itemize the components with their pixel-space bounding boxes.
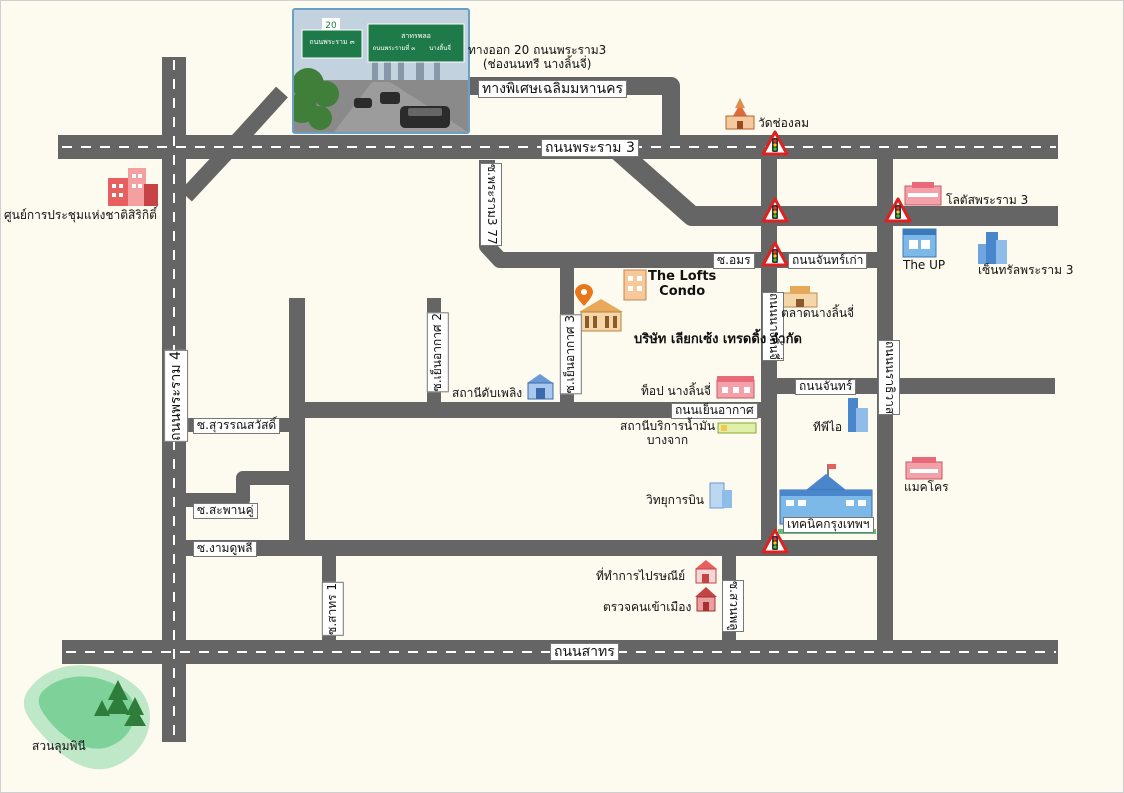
bangkok-technical-label: เทคนิคกรุงเทพฯ xyxy=(783,517,874,533)
aero-building-icon xyxy=(709,482,732,509)
building-icon xyxy=(108,168,158,206)
svg-text:ถนนพระรามที่ ๓: ถนนพระรามที่ ๓ xyxy=(373,44,416,52)
lumpini-park-label: สวนลุมพินี xyxy=(32,739,86,753)
soi-rama3-77-label: ซ.พระราม3 77 xyxy=(480,163,502,246)
svg-text:สาทรพลอ: สาทรพลอ xyxy=(401,32,431,40)
svg-text:นางลิ้นจี่: นางลิ้นจี่ xyxy=(429,42,451,52)
the-up-label: The UP xyxy=(903,258,946,272)
soi-suan-phlu-label: ซ.สวนพลู xyxy=(722,580,744,632)
location-pin-icon xyxy=(575,284,593,306)
lotus-rama3-label: โลตัสพระราม 3 xyxy=(946,193,1029,207)
the-up-building-icon xyxy=(902,228,937,258)
post-office-icon xyxy=(695,560,717,584)
nanglinchee-road-label: ถนนนางลิ้นจี่ xyxy=(762,292,784,362)
aero-radio-label: วิทยุการบิน xyxy=(646,493,704,507)
chan-road-label: ถนนจันทร์ xyxy=(795,379,857,395)
company-label: บริษัท เลียกเซ้ง เทรดดิ้ง จำกัด xyxy=(634,332,802,347)
supermarket-icon xyxy=(716,376,755,399)
rama3-road-label: ถนนพระราม 3 xyxy=(541,139,639,158)
park-area xyxy=(23,665,150,770)
fire-station-label: สถานีดับเพลิง xyxy=(452,386,523,400)
makro-icon xyxy=(905,457,943,480)
soi-amorn-label: ซ.อมร xyxy=(713,253,755,269)
soi-suwansawat-label: ซ.สุวรรณสวัสดิ์ xyxy=(193,418,281,434)
company-building-icon xyxy=(579,299,623,332)
tops-label: ท็อป นางลิ้นจี่ xyxy=(641,384,711,398)
expressway-label: ทางพิเศษเฉลิมมหานคร xyxy=(478,80,627,99)
soi-ngam-duphli-label: ซ.งามดูพลี xyxy=(193,541,257,557)
soi-yen-akat-2-label: ซ.เย็นอากาศ 2 xyxy=(427,312,449,393)
central-building-icon xyxy=(978,232,1007,264)
market-icon xyxy=(782,286,818,308)
central-rama3-label: เซ็นทรัลพระราม 3 xyxy=(978,263,1074,277)
sirikit-center-label: ศูนย์การประชุมแห่งชาติสิริกิติ์ xyxy=(4,208,157,222)
narathiwas-road-label: ถนนนราธิวาส xyxy=(878,340,900,416)
soi-saphan-khu-label: ซ.สะพานคู่ xyxy=(193,503,258,519)
the-lofts-condo-label: The Lofts Condo xyxy=(648,269,717,299)
chan-kao-road-label: ถนนจันทร์เก่า xyxy=(788,253,868,269)
yen-akat-road-label: ถนนเย็นอากาศ xyxy=(671,403,758,419)
rama4-road-label: ถนนพระราม 4 xyxy=(164,350,189,442)
immigration-icon xyxy=(695,587,717,612)
wat-chong-lom-label: วัดช่องลม xyxy=(758,116,810,130)
exit-label: ทางออก 20 ถนนพระราม3 (ช่องนนทรี นางลิ้นจ… xyxy=(468,43,607,71)
mall-icon xyxy=(904,182,942,206)
post-office-label: ที่ทำการไปรษณีย์ xyxy=(596,569,686,583)
tpi-label: ทีพีไอ xyxy=(813,420,843,434)
immigration-label: ตรวจคนเข้าเมือง xyxy=(603,600,692,614)
sathorn-road-label: ถนนสาทร xyxy=(550,643,619,662)
svg-text:ถนนพระราม ๓: ถนนพระราม ๓ xyxy=(309,38,354,46)
nanglinchee-market-label: ตลาดนางลิ้นจี่ xyxy=(781,306,855,320)
soi-sathorn-1-label: ซ.สาทร 1 xyxy=(322,582,344,636)
makro-label: แมคโคร xyxy=(904,480,949,494)
lofts-building-icon xyxy=(623,269,647,301)
exit-number: 20 xyxy=(325,21,337,31)
temple-icon xyxy=(725,98,755,130)
bangchak-station-label: สถานีบริการน้ำมัน บางจาก xyxy=(620,419,716,447)
fire-station-icon xyxy=(527,374,554,400)
soi-yen-akat-3-label: ซ.เย็นอากาศ 3 xyxy=(560,314,582,395)
expressway-exit-photo: 20 ถนนพระราม ๓ สาทรพลอ ถนนพระรามที่ ๓ นา… xyxy=(292,8,470,134)
tpi-building-icon xyxy=(848,398,868,432)
gas-station-icon xyxy=(717,422,757,434)
